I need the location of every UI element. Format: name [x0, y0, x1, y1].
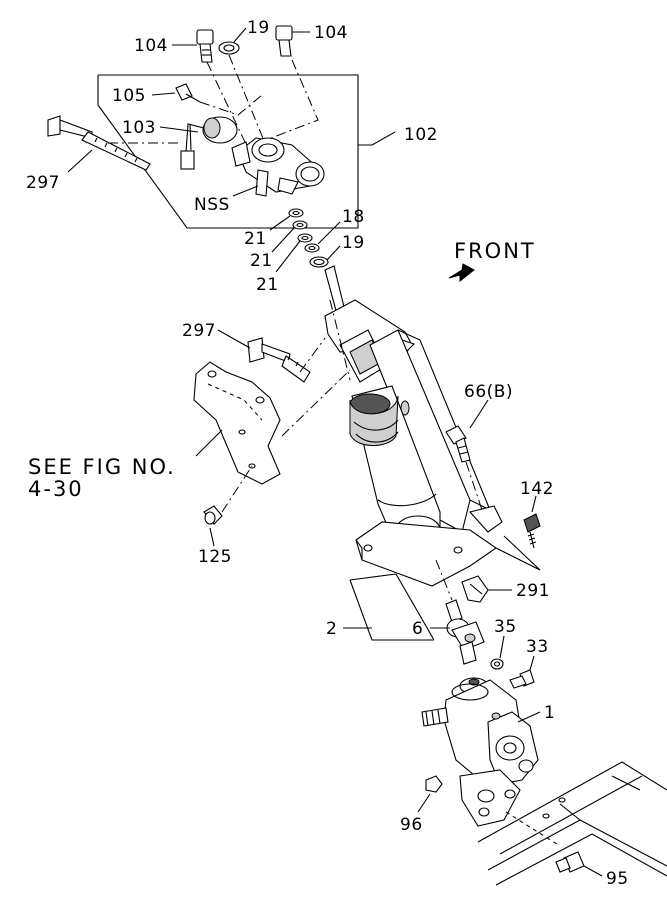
- column-cover-panel: [193, 361, 281, 485]
- label-1: 1: [544, 703, 555, 723]
- label-297-mid: 297: [182, 321, 216, 341]
- label-35: 35: [494, 617, 517, 637]
- bolt-66b: [445, 425, 471, 463]
- universal-joint-6: [445, 599, 485, 665]
- bolt-104-right: [275, 25, 293, 57]
- leader-102: [371, 131, 396, 146]
- washer-stack: [269, 208, 341, 273]
- leader-96: [417, 793, 431, 813]
- switch-103: [180, 116, 238, 170]
- steering-column-assembly: [324, 265, 503, 601]
- nut-96: [425, 775, 443, 793]
- label-291: 291: [516, 581, 550, 601]
- label-103: 103: [122, 118, 156, 138]
- label-297-top: 297: [26, 173, 60, 193]
- label-see-fig-line2: 4-30: [28, 477, 84, 501]
- label-66b: 66(B): [464, 382, 513, 402]
- label-125: 125: [198, 547, 232, 567]
- label-nss: NSS: [194, 195, 230, 215]
- bolt-104-left: [196, 29, 214, 63]
- leader-see-fig: [195, 429, 223, 457]
- leader-142: [531, 495, 537, 513]
- leader-35: [499, 635, 505, 659]
- callout-bracket-102: [97, 74, 372, 229]
- label-6: 6: [412, 619, 423, 639]
- bolt-95: [555, 851, 585, 873]
- leader-297-top: [67, 149, 93, 173]
- label-2: 2: [326, 619, 337, 639]
- steering-gear-box-1: [421, 677, 539, 827]
- leader-19-top: [233, 27, 247, 43]
- screw-105: [175, 83, 201, 103]
- leader-nss: [232, 185, 259, 197]
- cable-band-297-mid: [247, 337, 311, 383]
- front-direction-arrow-icon: [448, 263, 475, 283]
- leader-297-mid: [217, 329, 251, 349]
- leader-103: [159, 126, 199, 133]
- washer-19-top: [218, 41, 240, 55]
- steering-lock-body: [231, 137, 325, 197]
- label-105: 105: [112, 86, 146, 106]
- bolt-33: [509, 669, 535, 689]
- clip-125: [203, 505, 223, 525]
- label-33: 33: [526, 637, 549, 657]
- label-19-mid: 19: [342, 233, 365, 253]
- leader-1: [517, 711, 541, 723]
- label-96: 96: [400, 815, 423, 835]
- washer-35: [490, 658, 504, 670]
- callout-bracket-2: [349, 573, 435, 641]
- label-see-fig-line1: SEE FIG NO.: [28, 455, 176, 479]
- vehicle-frame-rail: [477, 761, 667, 886]
- label-21-a: 21: [244, 229, 267, 249]
- label-18: 18: [342, 207, 365, 227]
- leader-105: [151, 92, 176, 96]
- leader-33: [529, 655, 535, 671]
- leader-95: [583, 865, 603, 877]
- leader-125: [209, 527, 215, 547]
- label-95: 95: [606, 869, 629, 889]
- label-142: 142: [520, 479, 554, 499]
- label-104-left: 104: [134, 36, 168, 56]
- screw-142: [523, 513, 541, 549]
- column-lock-assembly-group: [47, 25, 396, 229]
- label-104-right: 104: [314, 23, 348, 43]
- label-21-b: 21: [250, 251, 273, 271]
- clip-291: [461, 575, 489, 603]
- label-front: FRONT: [454, 239, 536, 263]
- label-102: 102: [404, 125, 438, 145]
- label-21-c: 21: [256, 275, 279, 295]
- label-19-top: 19: [247, 18, 270, 38]
- cable-band-297-top: [47, 115, 151, 171]
- leader-66b: [469, 399, 489, 429]
